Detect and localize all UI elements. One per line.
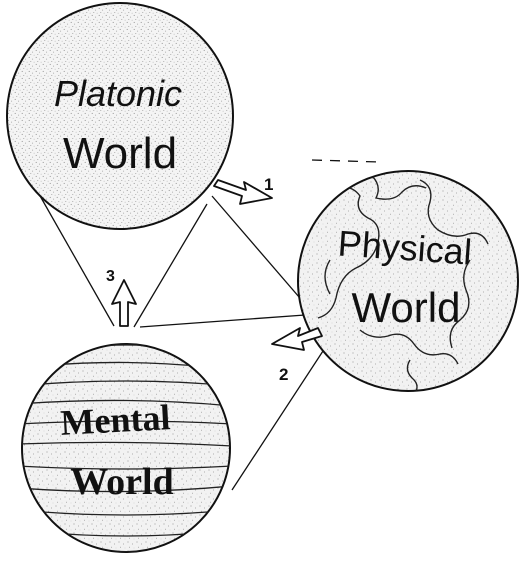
arrow-1-label: 1 <box>264 175 273 194</box>
platonic-world-sphere: Platonic World <box>7 3 233 229</box>
mental-world-label-line2: World <box>70 461 173 503</box>
dashed-line-top <box>312 160 380 162</box>
platonic-world-label-line1: Platonic <box>54 73 182 114</box>
line-mental-to-physical-upper <box>140 315 305 327</box>
line-mental-to-physical-lower <box>232 351 323 490</box>
arrow-3-label: 3 <box>106 268 115 285</box>
mental-world-label-line1: Mental <box>59 397 171 443</box>
platonic-world-label-line2: World <box>63 129 177 178</box>
arrow-1: 1 <box>214 175 273 204</box>
arrow-3: 3 <box>106 268 136 326</box>
arrow-2-label: 2 <box>279 365 288 384</box>
physical-world-sphere: Physical World <box>298 171 518 398</box>
arrow-2: 2 <box>272 328 322 384</box>
mental-world-sphere: Mental World <box>18 344 232 552</box>
physical-world-label-line2: World <box>352 284 461 331</box>
arrow-2-shape <box>272 328 322 350</box>
arrow-3-shape <box>112 280 136 326</box>
